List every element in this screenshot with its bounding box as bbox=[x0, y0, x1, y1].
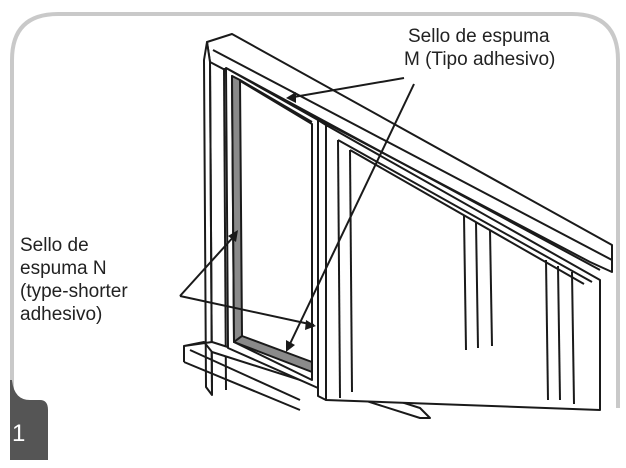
arrowhead-m-top bbox=[286, 92, 296, 103]
arrowhead-n-bottom bbox=[305, 320, 316, 330]
panel-border bbox=[10, 12, 620, 408]
step-number: 1 bbox=[12, 420, 26, 447]
callout-foam-seal-n-line1: Sello de bbox=[20, 235, 89, 256]
leader-n-top bbox=[179, 233, 237, 297]
callout-foam-seal-m: Sello de espuma M (Tipo adhesivo) bbox=[404, 25, 555, 71]
callout-foam-seal-n-line3: (type-shorter bbox=[20, 281, 128, 302]
arrowhead-n-top bbox=[228, 230, 238, 242]
callout-foam-seal-n: Sello de espuma N (type-shorter adhesivo… bbox=[20, 234, 128, 326]
step-tab bbox=[10, 380, 48, 460]
leader-m-bottom bbox=[287, 83, 415, 349]
leader-lines bbox=[179, 77, 415, 352]
callout-foam-seal-m-line2: M (Tipo adhesivo) bbox=[404, 49, 556, 70]
leader-n-bottom bbox=[179, 295, 315, 326]
callout-foam-seal-n-line2: espuma N bbox=[20, 258, 107, 279]
callout-foam-seal-n-line4: adhesivo) bbox=[20, 304, 103, 325]
arrowhead-m-bottom bbox=[286, 340, 295, 352]
callout-foam-seal-m-line1: Sello de espuma bbox=[408, 26, 550, 47]
window-frame bbox=[183, 33, 613, 419]
leader-m-top bbox=[287, 77, 405, 99]
